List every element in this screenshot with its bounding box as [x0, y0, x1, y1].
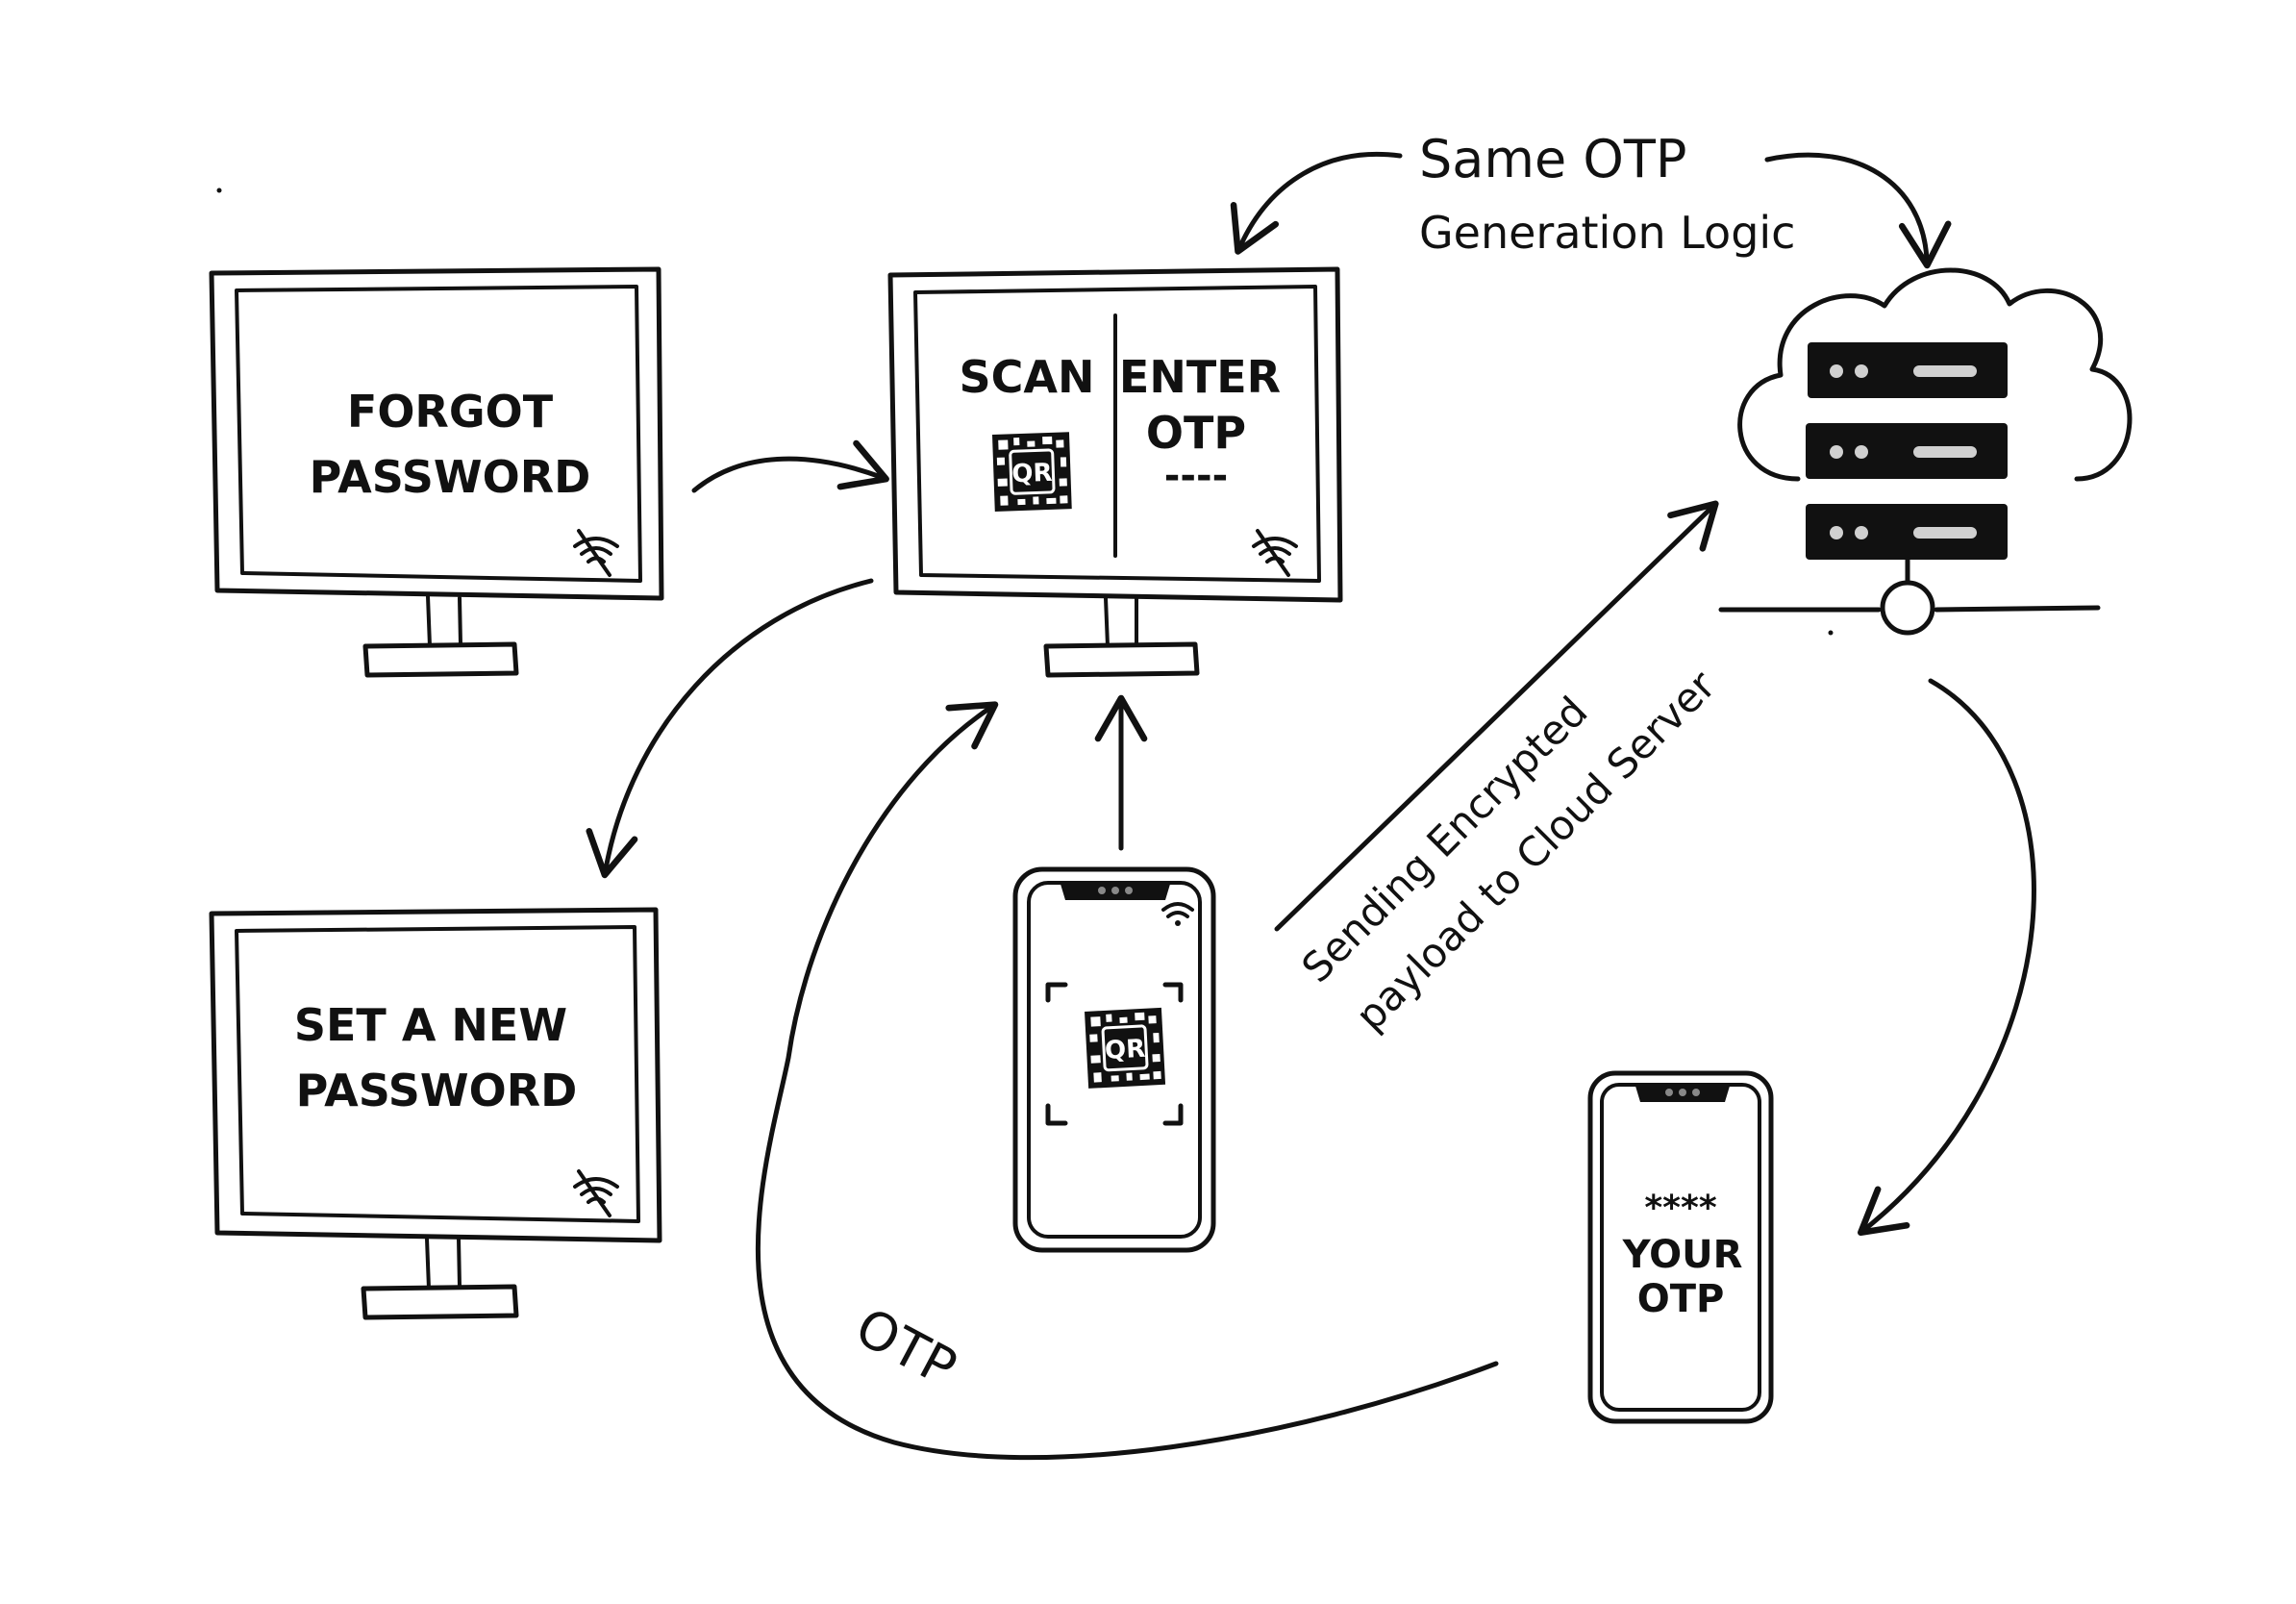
qr-code-icon: QR [990, 430, 1074, 514]
otp-input-dashes: ---- [1164, 454, 1228, 498]
otp-display-phone: **** YOUR OTP [1587, 1070, 1774, 1424]
scan-label: SCAN [960, 351, 1095, 403]
arrow-cloud-to-phone [1858, 678, 2036, 1237]
otp-entry-monitor: SCAN QR ENTER OTP ---- [887, 266, 1343, 678]
new-password-line2: PASSWORD [296, 1065, 578, 1116]
otp-label: OTP [1637, 1277, 1725, 1321]
generation-logic-label: Generation Logic [1419, 207, 1795, 259]
qr-label: QR [1011, 459, 1053, 489]
enter-label: ENTER [1119, 351, 1281, 403]
same-otp-label: Same OTP [1419, 129, 1686, 189]
arrow-otp-to-monitor [755, 701, 1499, 1461]
scanner-phone: QR [1012, 866, 1216, 1253]
forgot-line1: FORGOT [347, 386, 554, 438]
arrow-payload-to-cloud [1274, 500, 1719, 932]
qr-code-icon: QR [1083, 1006, 1167, 1090]
speck [216, 188, 222, 193]
otp-arrow-label: OTP [846, 1296, 966, 1398]
arrow-forgot-to-otp-entry [691, 439, 889, 493]
new-password-line1: SET A NEW [294, 999, 567, 1051]
speck [1828, 630, 1834, 636]
forgot-password-monitor: FORGOT PASSWORD [209, 266, 664, 678]
arrow-logic-to-monitor [1230, 152, 1403, 255]
new-password-monitor: SET A NEW PASSWORD [209, 907, 662, 1320]
forgot-line2: PASSWORD [310, 451, 591, 503]
otp-label: OTP [1146, 407, 1246, 459]
arrow-otp-entry-to-new-password [586, 578, 874, 879]
otp-masked: **** [1644, 1189, 1716, 1228]
cloud-server-icon [1718, 267, 2133, 636]
your-label: YOUR [1622, 1233, 1743, 1277]
wifi-icon [1161, 902, 1194, 926]
arrow-logic-to-cloud [1764, 152, 1952, 269]
qr-label: QR [1104, 1035, 1146, 1065]
flow-arrows [586, 152, 2036, 1461]
